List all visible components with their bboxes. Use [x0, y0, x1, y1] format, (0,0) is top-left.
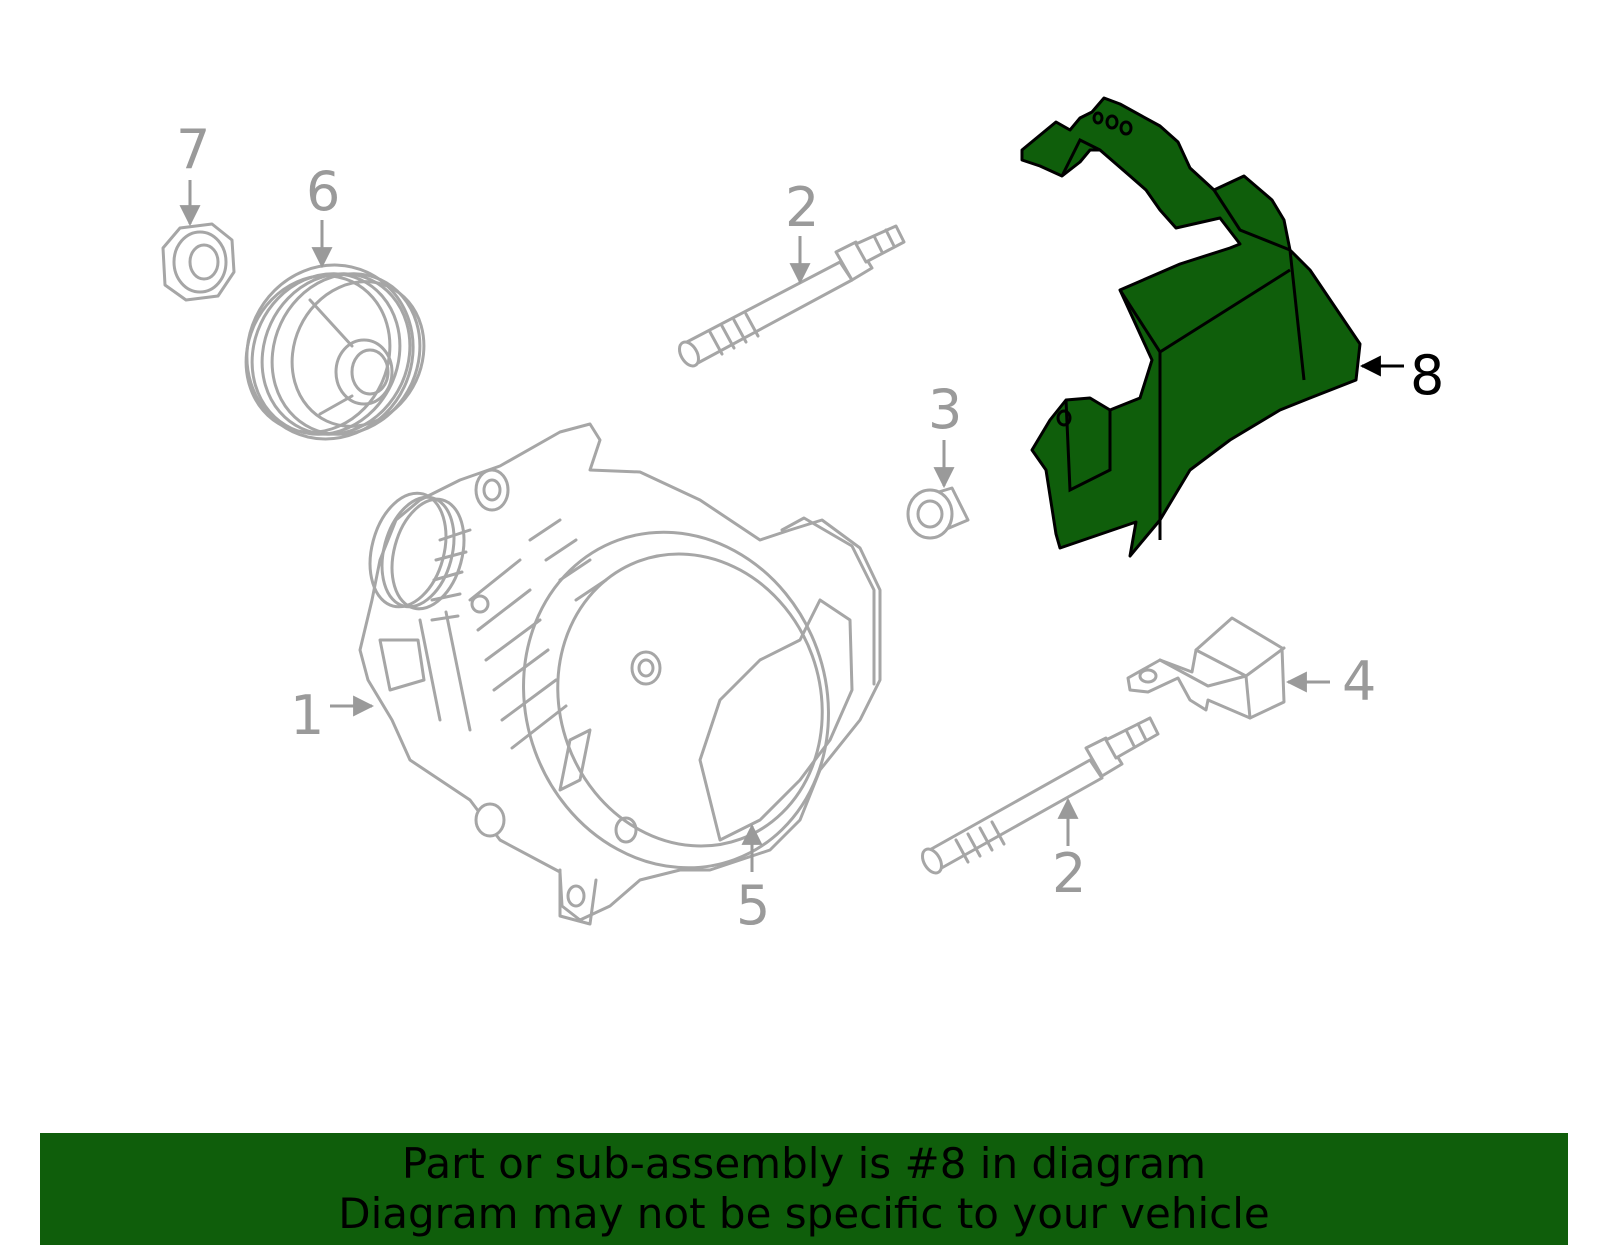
- info-banner: Part or sub-assembly is #8 in diagram Di…: [40, 1133, 1568, 1245]
- part-3-spacer[interactable]: [906, 486, 970, 540]
- callout-2-top: 2: [785, 176, 819, 239]
- part-6-pulley[interactable]: [218, 238, 447, 467]
- callout-3: 3: [928, 378, 962, 441]
- part-4-bracket[interactable]: [1126, 616, 1286, 720]
- callout-4: 4: [1342, 650, 1376, 713]
- callout-2-bottom: 2: [1052, 842, 1086, 905]
- callout-arrows: [179, 180, 1404, 872]
- part-2-bolt-top[interactable]: [676, 224, 906, 369]
- callout-1: 1: [290, 684, 324, 747]
- banner-line-2: Diagram may not be specific to your vehi…: [338, 1189, 1270, 1238]
- callout-8: 8: [1410, 344, 1444, 407]
- part-8-heat-shield[interactable]: [1020, 96, 1362, 558]
- part-1-alternator[interactable]: [358, 422, 882, 926]
- callout-5: 5: [736, 874, 770, 937]
- part-2-bolt-bottom[interactable]: [919, 716, 1160, 876]
- banner-line-1: Part or sub-assembly is #8 in diagram: [401, 1139, 1207, 1188]
- callout-7: 7: [176, 118, 210, 181]
- part-7-nut[interactable]: [161, 222, 236, 302]
- callout-6: 6: [306, 160, 340, 223]
